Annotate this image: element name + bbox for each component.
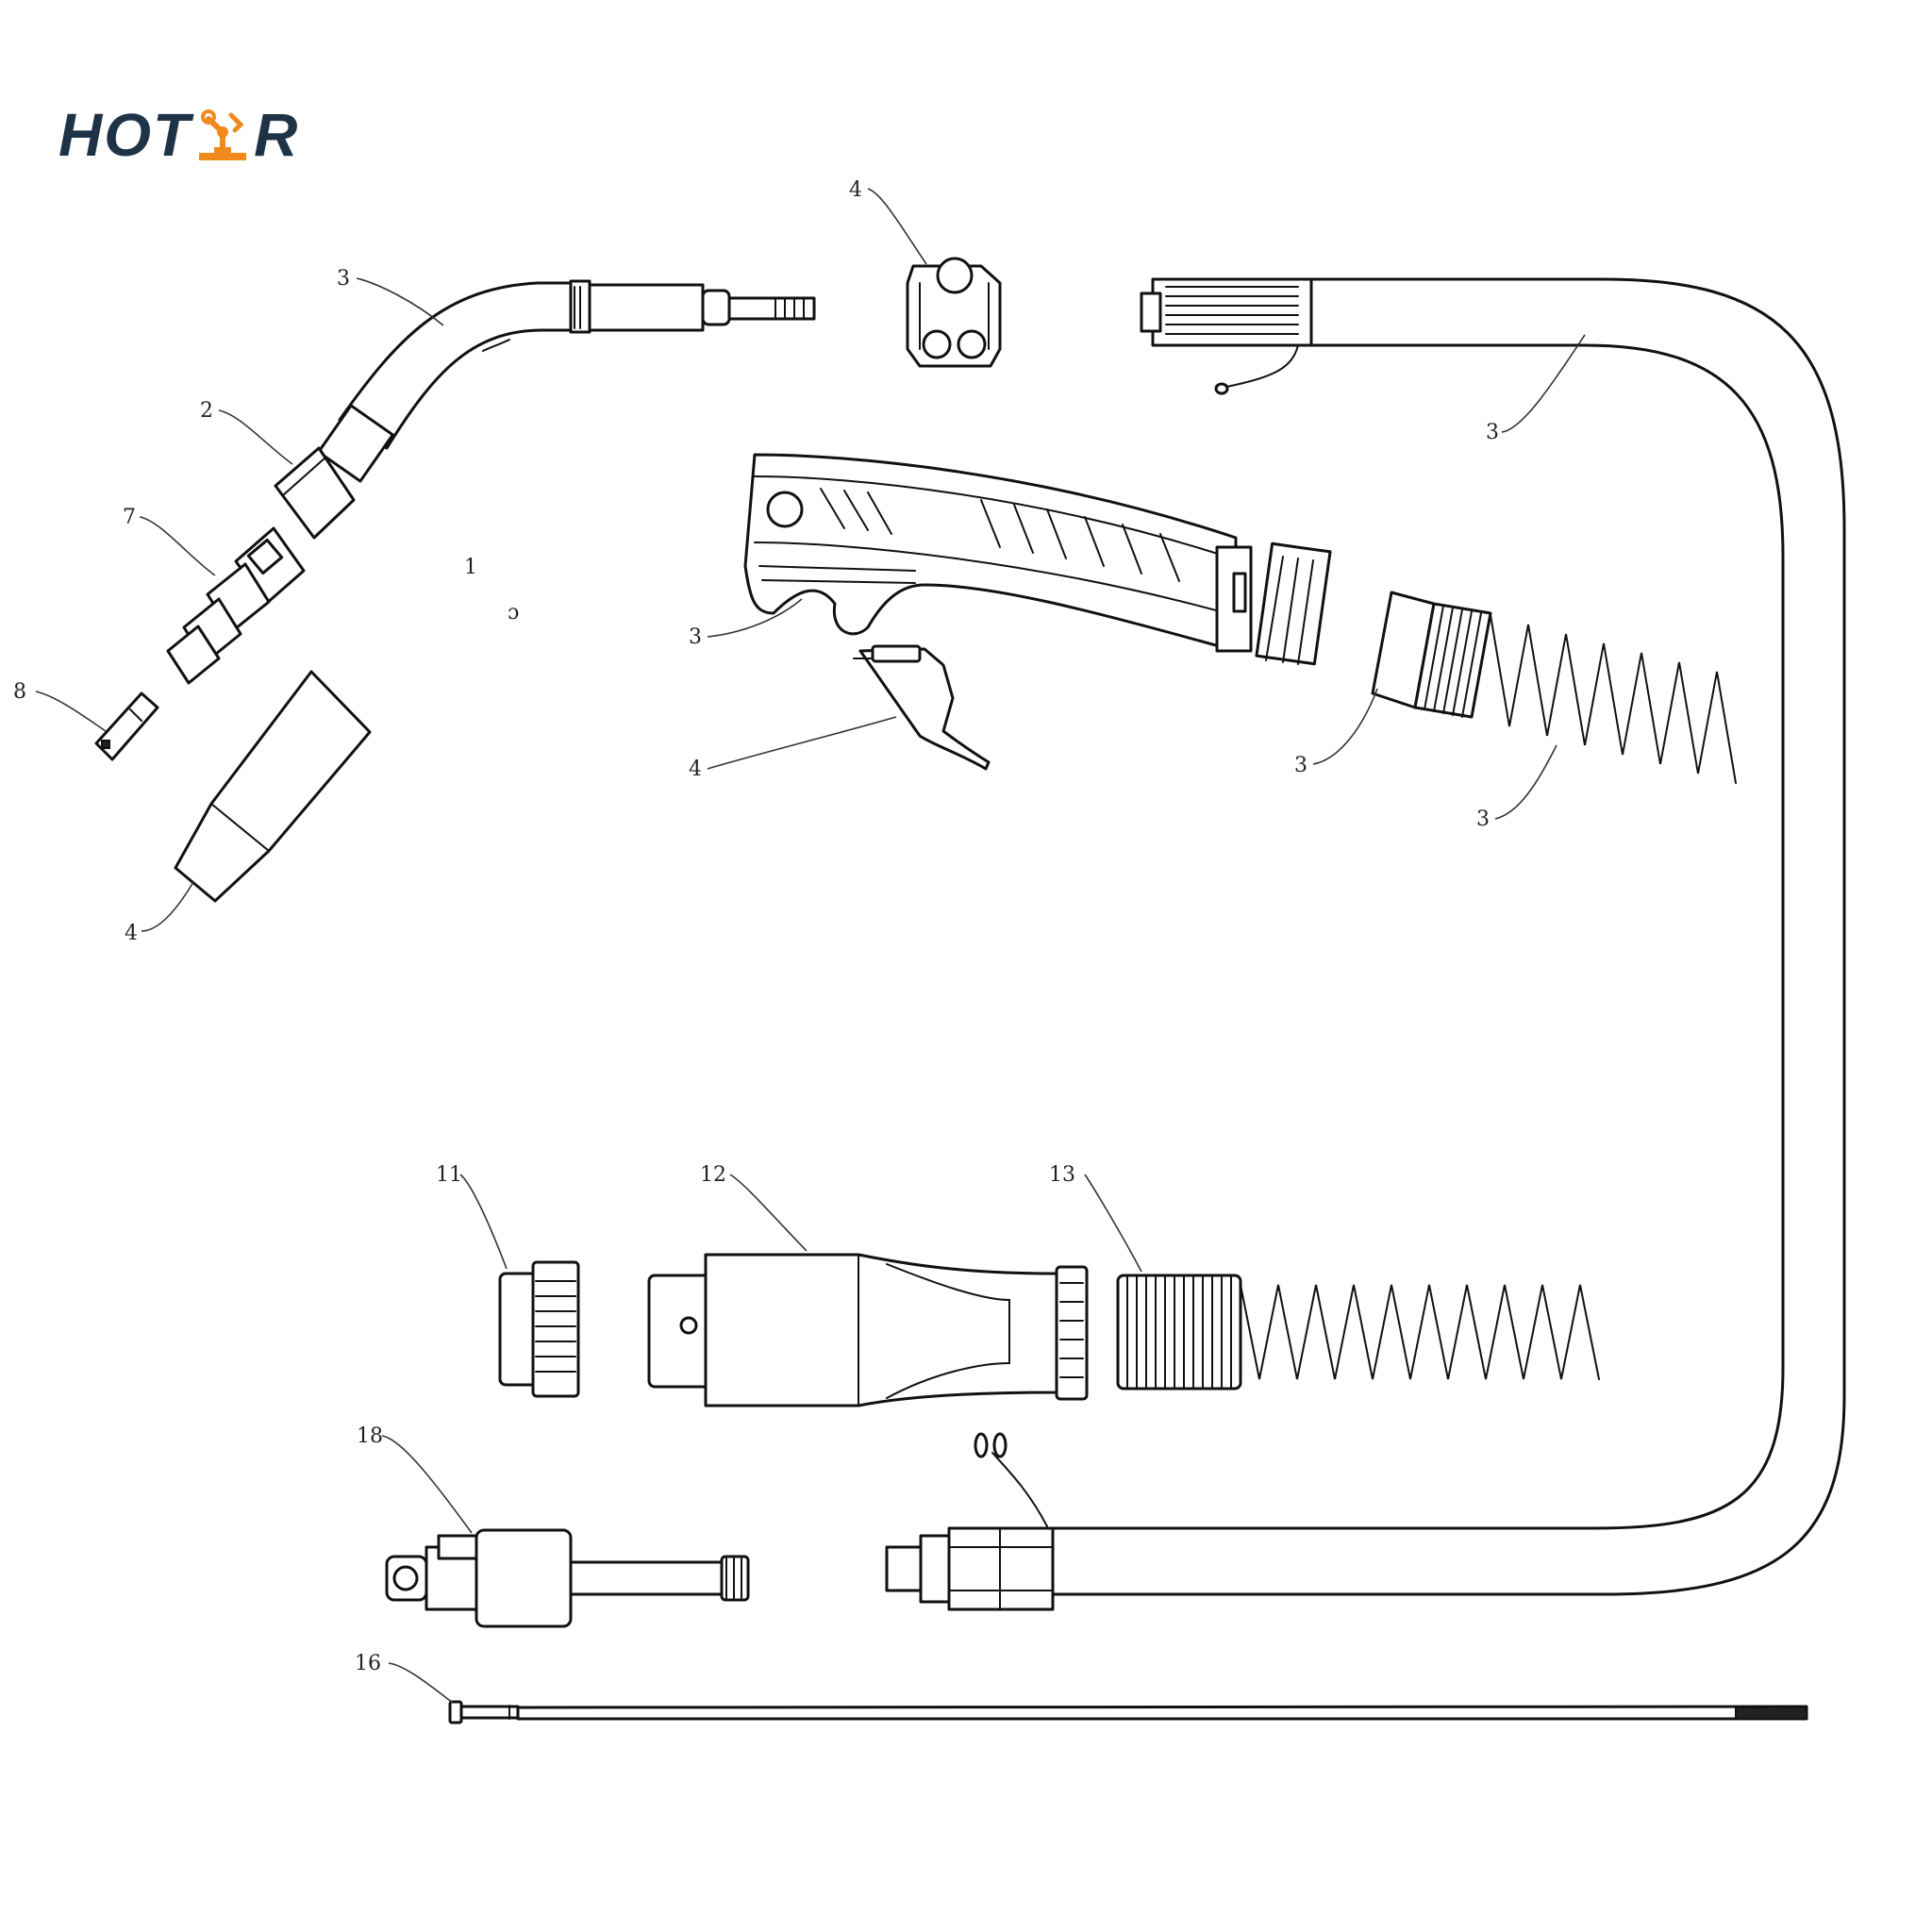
rear-handle-part <box>647 1253 1089 1407</box>
callout-7-adapter: 7 <box>123 506 136 529</box>
cable-end-connector <box>885 1432 1055 1611</box>
callout-3-cable: 3 <box>1486 421 1499 444</box>
callout-16-liner: 16 <box>355 1652 381 1675</box>
insulator-part <box>274 446 356 540</box>
nozzle-part <box>174 670 372 903</box>
leader-lines <box>35 188 1586 1704</box>
clip-part <box>906 257 1002 368</box>
robot-arm-icon <box>199 109 247 160</box>
trigger-part <box>853 644 991 771</box>
callout-3-handle: 3 <box>689 625 702 649</box>
swan-neck-part <box>317 279 816 483</box>
callout-12-rear-handle: 12 <box>700 1163 726 1187</box>
callout-labels: 3 2 7 8 4 4 3 3 4 3 3 11 12 13 18 16 1 ɔ <box>13 178 1499 1675</box>
callout-3-sleeve: 3 <box>1294 754 1307 777</box>
callout-8-tip: 8 <box>13 680 26 704</box>
callout-3-swan-neck: 3 <box>337 267 350 291</box>
callout-4-clip: 4 <box>849 178 862 202</box>
stray-mark-2: ɔ <box>508 601 519 625</box>
nut-part <box>498 1260 580 1398</box>
callout-4-nozzle: 4 <box>125 922 138 945</box>
spring-sleeve-upper <box>1371 591 1737 784</box>
contact-tip-part <box>94 691 159 761</box>
callout-11-nut: 11 <box>436 1163 462 1187</box>
callout-3-spring: 3 <box>1476 808 1490 831</box>
logo-text-right: R <box>254 101 300 169</box>
callout-4-trigger: 4 <box>689 758 702 781</box>
brand-logo: HOT R <box>58 102 299 168</box>
callout-18-connector: 18 <box>357 1424 383 1448</box>
main-cable <box>1045 277 1846 1596</box>
callout-2-insulator: 2 <box>200 399 213 423</box>
adapter-part <box>166 526 306 685</box>
logo-text-left: HOT <box>58 101 192 169</box>
stray-mark-1: 1 <box>464 556 477 579</box>
callout-13-rear-spring: 13 <box>1049 1163 1075 1187</box>
handle-part <box>743 453 1332 666</box>
rear-spring-part <box>1116 1274 1600 1391</box>
euro-connector-part <box>385 1528 750 1628</box>
liner-part <box>448 1700 1808 1724</box>
